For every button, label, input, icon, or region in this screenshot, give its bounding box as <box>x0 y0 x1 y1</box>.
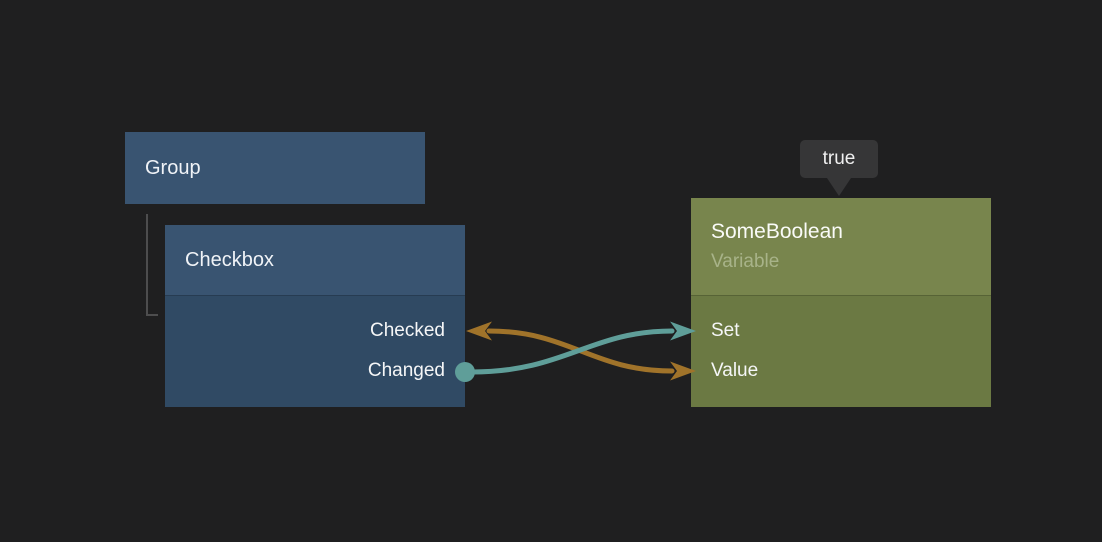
pin-value-label: Value <box>711 360 759 381</box>
node-variable-someboolean[interactable]: SomeBoolean Variable Set Value <box>691 198 991 407</box>
group-child-connector <box>146 214 158 316</box>
pin-changed-label: Changed <box>367 360 445 381</box>
wire-checked-value-arrow-right-icon <box>670 361 696 381</box>
variable-node-header[interactable]: SomeBoolean Variable <box>691 198 991 295</box>
wire-checked-value-arrow-left-icon <box>466 321 492 341</box>
variable-node-body: Set Value <box>691 295 991 407</box>
checkbox-node-body: Checked Changed <box>165 295 465 407</box>
pin-changed[interactable]: Changed <box>165 351 465 391</box>
wire-changed-set[interactable] <box>469 328 675 375</box>
pin-value[interactable]: Value <box>691 351 991 391</box>
pin-checked[interactable]: Checked <box>165 311 465 351</box>
pin-checked-label: Checked <box>370 320 445 341</box>
checkbox-node-header[interactable]: Checkbox <box>165 225 465 295</box>
pin-set[interactable]: Set <box>691 311 991 351</box>
node-group[interactable]: Group <box>125 132 425 204</box>
value-tooltip-text: true <box>822 148 856 169</box>
node-checkbox[interactable]: Checkbox Checked Changed <box>165 225 465 407</box>
checkbox-node-title: Checkbox <box>185 248 274 271</box>
variable-node-subtitle: Variable <box>711 251 780 272</box>
wire-changed-set-source-dot-icon <box>455 362 475 382</box>
variable-node-title: SomeBoolean <box>711 220 843 243</box>
value-tooltip: true <box>800 140 878 178</box>
wire-changed-set-arrow-icon <box>670 321 696 341</box>
group-node-title: Group <box>145 156 201 179</box>
pin-set-label: Set <box>711 320 740 341</box>
